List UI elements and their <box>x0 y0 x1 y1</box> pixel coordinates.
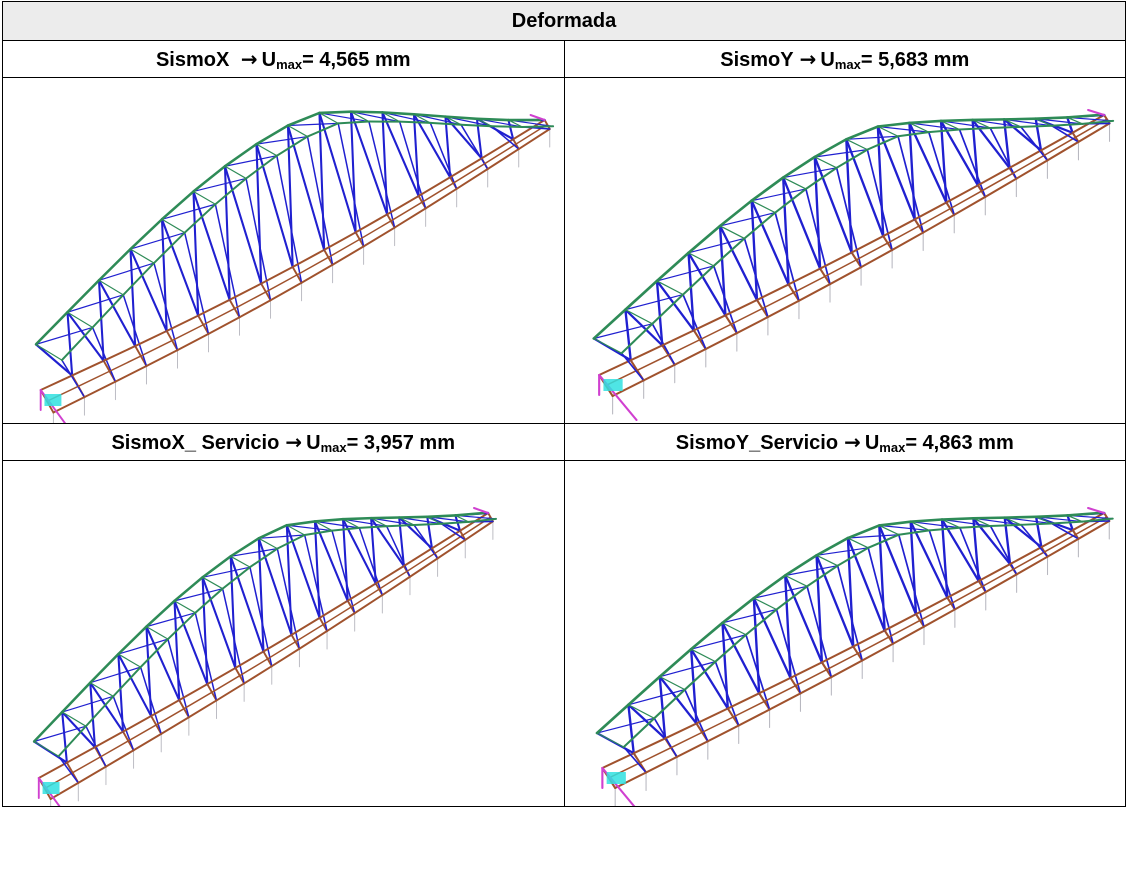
arrow-right-icon: → <box>285 429 303 454</box>
deformada-table: Deformada SismoX →Umax= 4,565 mm SismoY→… <box>2 1 1126 807</box>
displacement-value: = 3,957 mm <box>346 431 456 454</box>
bridge-figure-cell <box>2 77 565 424</box>
arrow-right-icon: → <box>240 46 258 71</box>
displacement-subscript: max <box>276 56 303 72</box>
bridge-figure-cell <box>563 77 1126 424</box>
bridge-deformed-model-image <box>32 507 497 806</box>
displacement-symbol: U <box>261 48 277 71</box>
case-name: SismoY <box>720 48 794 71</box>
displacement-subscript: max <box>320 439 347 455</box>
bridge-deformed-model-image <box>34 110 555 423</box>
displacement-value: = 4,565 mm <box>302 48 411 71</box>
displacement-subscript: max <box>834 56 861 72</box>
bridge-deformed-model-image <box>595 507 1114 806</box>
displacement-symbol: U <box>306 431 321 454</box>
case-name: SismoX_ Servicio <box>111 431 280 454</box>
displacement-subscript: max <box>879 439 906 455</box>
displacement-symbol: U <box>864 431 880 454</box>
table-title: Deformada <box>2 1 1126 41</box>
displacement-value: = 4,863 mm <box>905 431 1014 454</box>
case-name: SismoX <box>155 48 235 71</box>
bridge-figure-cell <box>563 460 1126 807</box>
case-label-sismoy: SismoY→Umax= 5,683 mm <box>563 40 1126 78</box>
displacement-symbol: U <box>820 48 835 71</box>
arrow-right-icon: → <box>844 429 861 454</box>
case-name: SismoY_Servicio <box>675 431 839 454</box>
arrow-right-icon: → <box>799 46 817 71</box>
case-label-sismox: SismoX →Umax= 4,565 mm <box>2 40 565 78</box>
displacement-value: = 5,683 mm <box>860 48 970 71</box>
case-label-sismox-servicio: SismoX_ Servicio→Umax= 3,957 mm <box>2 423 565 461</box>
case-label-sismoy-servicio: SismoY_Servicio→Umax= 4,863 mm <box>563 423 1126 461</box>
bridge-deformed-model-image <box>591 109 1114 421</box>
bridge-figure-cell <box>2 460 565 807</box>
